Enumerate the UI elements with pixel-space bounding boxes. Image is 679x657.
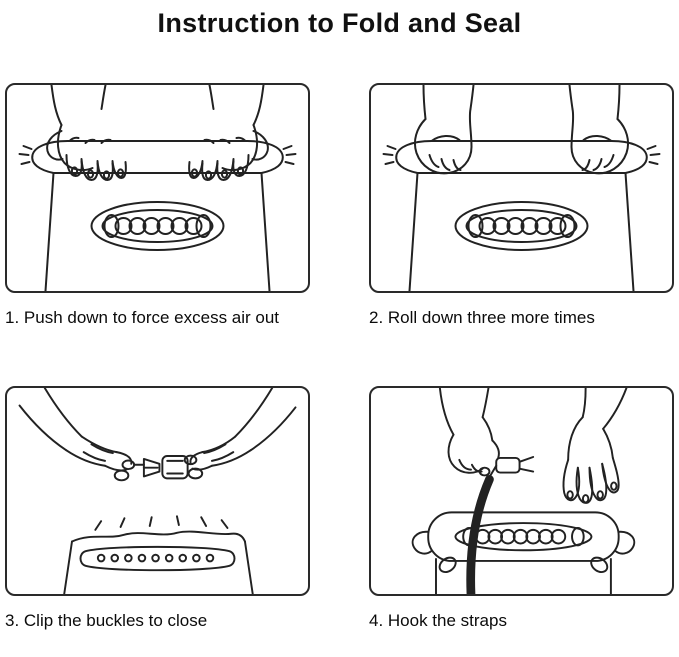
steps-grid: 1. Push down to force excess air out — [0, 83, 679, 631]
step-1: 1. Push down to force excess air out — [5, 83, 310, 328]
step-2: 2. Roll down three more times — [369, 83, 674, 328]
step-3-panel — [5, 386, 310, 596]
page-title: Instruction to Fold and Seal — [157, 8, 522, 38]
step-1-caption: 1. Push down to force excess air out — [5, 308, 280, 327]
step-4-caption: 4. Hook the straps — [369, 611, 507, 630]
push-down-illustration-icon — [18, 85, 297, 291]
step-1-panel — [5, 83, 310, 293]
clip-buckles-illustration-icon — [18, 388, 297, 594]
roll-down-illustration-icon — [382, 85, 661, 291]
step-2-caption: 2. Roll down three more times — [369, 308, 595, 327]
step-3-caption: 3. Clip the buckles to close — [5, 611, 208, 630]
step-3: 3. Clip the buckles to close — [5, 386, 310, 631]
step-4-panel — [369, 386, 674, 596]
hook-straps-illustration-icon — [411, 388, 636, 594]
step-2-panel — [369, 83, 674, 293]
step-4: 4. Hook the straps — [369, 386, 674, 631]
